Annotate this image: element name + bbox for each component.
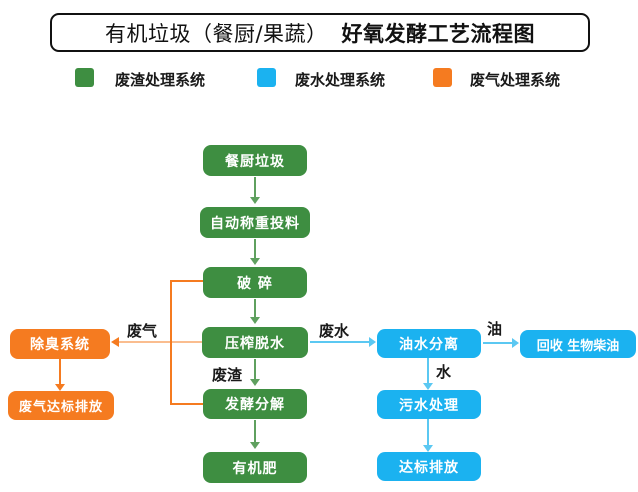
node-water-discharge: 达标排放 [377, 452, 481, 481]
node-fermentation: 发酵分解 [203, 389, 307, 419]
edge-label-water: 水 [436, 363, 452, 381]
arrowhead-deodorization-to-discharge [55, 384, 65, 391]
node-auto-weighing: 自动称重投料 [200, 207, 310, 238]
arrow-fermentation-to-fertilizer [254, 420, 256, 443]
legend-label-waste-gas: 废气处理系统 [470, 71, 561, 89]
arrowhead-fermentation-to-fertilizer [250, 442, 260, 449]
edge-label-waste-gas: 废气 [127, 322, 158, 340]
node-organic-fertilizer: 有机肥 [203, 452, 307, 483]
legend-swatch-residue [75, 68, 94, 87]
legend-label-residue: 废渣处理系统 [115, 71, 206, 89]
legend-label-wastewater: 废水处理系统 [295, 71, 386, 89]
legend-swatch-wastewater [257, 68, 276, 87]
waste-gas-branch-crushing [170, 280, 203, 282]
arrowhead-weighing-to-crushing [250, 258, 260, 265]
node-deodorization: 除臭系统 [10, 329, 110, 359]
waste-gas-branch-press [119, 341, 202, 343]
arrow-sewage-to-discharge [427, 419, 429, 446]
diagram-title: 有机垃圾（餐厨/果蔬） 好氧发酵工艺流程图 [50, 13, 590, 52]
title-process: 好氧发酵工艺流程图 [341, 21, 536, 46]
node-biodiesel-recovery: 回收 生物柴油 [520, 330, 636, 358]
arrow-crushing-to-press [254, 299, 256, 318]
edge-label-waste-residue: 废渣 [212, 366, 243, 384]
title-subject: 有机垃圾（餐厨/果蔬） [104, 21, 328, 46]
legend-swatch-waste-gas [433, 68, 452, 87]
edge-label-oil: 油 [487, 320, 503, 338]
arrow-deodorization-to-discharge [59, 359, 61, 385]
arrow-weighing-to-crushing [254, 239, 256, 259]
arrowhead-sewage-to-discharge [423, 445, 433, 452]
arrow-press-to-fermentation [254, 359, 256, 380]
arrowhead-oilwater-to-biodiesel [512, 338, 519, 348]
node-kitchen-waste: 餐厨垃圾 [203, 145, 307, 176]
waste-gas-branch-fermentation [170, 403, 203, 405]
node-oil-water-separation: 油水分离 [377, 329, 481, 358]
node-crushing: 破 碎 [203, 267, 307, 298]
arrowhead-press-to-fermentation [250, 379, 260, 386]
arrowhead-crushing-to-press [250, 317, 260, 324]
edge-label-waste-water: 废水 [319, 322, 350, 340]
arrowhead-press-to-oilwater [369, 337, 376, 347]
arrowhead-oilwater-to-sewage [423, 383, 433, 390]
node-sewage-treatment: 污水处理 [377, 390, 481, 419]
arrowhead-kitchen-to-weighing [250, 197, 260, 204]
arrow-oilwater-to-sewage [427, 358, 429, 384]
arrow-oilwater-to-biodiesel [483, 342, 513, 344]
arrowhead-to-deodorization [111, 337, 119, 347]
node-press-dewatering: 压榨脱水 [202, 327, 308, 358]
arrow-kitchen-to-weighing [254, 177, 256, 198]
node-gas-discharge: 废气达标排放 [8, 391, 114, 420]
arrow-press-to-oilwater [310, 341, 370, 343]
